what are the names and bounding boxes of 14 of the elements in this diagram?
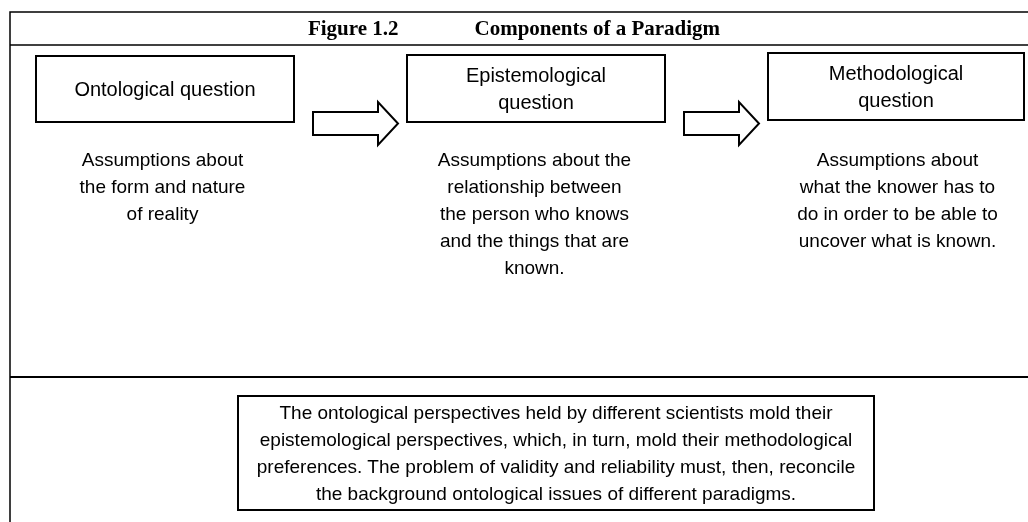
- box-title: Epistemological question: [464, 62, 608, 115]
- description-text: Assumptions about the form and nature of reality: [78, 148, 247, 226]
- summary-text: The ontological perspectives held by different scientists mold their epistemological perspectives, which, in turn, mold their methodological preferences. The problem of validity and reliability must, then, reconcile the background ontological issues of different paradigms.: [255, 401, 857, 506]
- process-box: [406, 54, 666, 123]
- figure-number: Figure 1.2: [307, 18, 399, 39]
- block-arrow: [683, 99, 761, 148]
- process-box: [35, 55, 295, 123]
- box-title: Methodological question: [827, 60, 965, 113]
- block-arrow: [312, 99, 400, 148]
- process-box: [767, 52, 1025, 121]
- figure-title: Components of a Paradigm: [474, 18, 721, 39]
- description-text: Assumptions about the relationship between the person who knows and the things that are known.: [436, 148, 633, 280]
- description-text: Assumptions about what the knower has to do in order to be able to uncover what is known.: [796, 148, 999, 253]
- box-title: Ontological question: [74, 76, 256, 102]
